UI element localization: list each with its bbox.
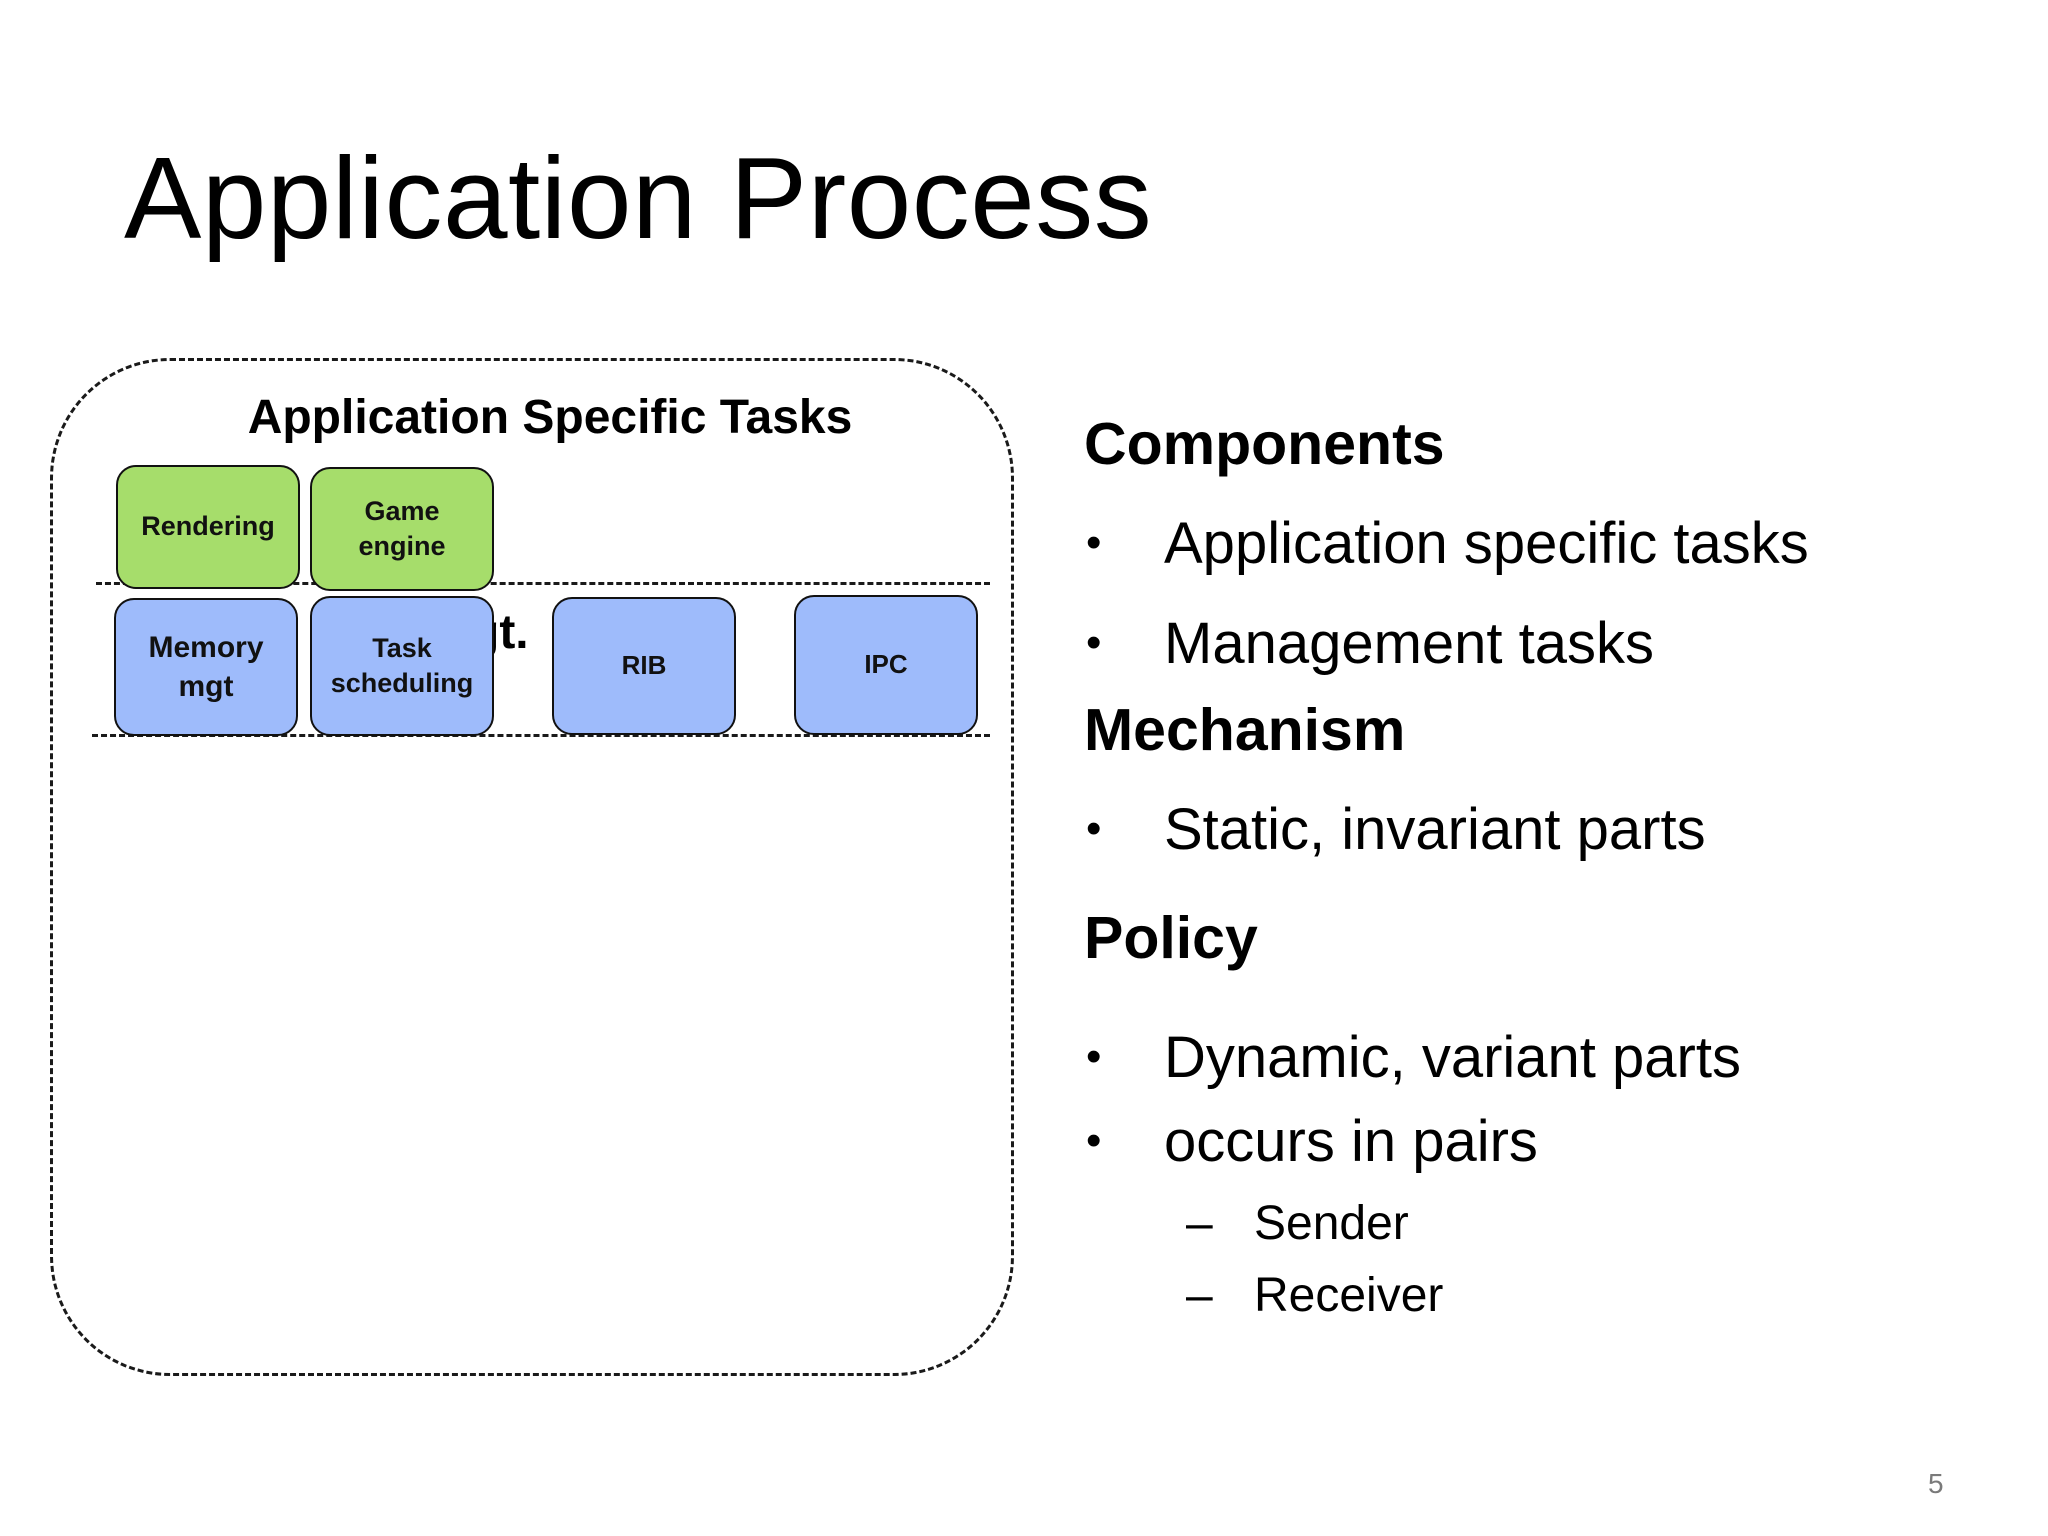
- policy-heading: Policy: [1084, 905, 1258, 971]
- components-heading: Components: [1084, 411, 1445, 477]
- bullet-mark: •: [1086, 618, 1102, 667]
- task-label: RIB: [621, 650, 667, 681]
- task-label: Game engine: [358, 495, 446, 561]
- sub-bullet-text: Receiver: [1254, 1269, 1444, 1322]
- slide-title: Application Process: [124, 133, 1153, 263]
- bullet-item: • Static, invariant parts: [1086, 796, 1706, 863]
- task-box-rib: RIB: [552, 597, 736, 735]
- layer-divider-top: [96, 582, 990, 585]
- task-label: IPC: [864, 649, 908, 680]
- task-label: Memory mgt: [148, 631, 264, 703]
- bullet-text: occurs in pairs: [1164, 1109, 1538, 1174]
- bullet-mark: •: [1086, 1116, 1102, 1165]
- task-box-game-engine: Game engine: [310, 467, 494, 591]
- bullet-text: Management tasks: [1164, 611, 1655, 676]
- task-box-rendering: Rendering: [116, 465, 300, 589]
- layer-divider-bottom: [92, 734, 990, 737]
- sub-bullet-text: Sender: [1254, 1197, 1409, 1250]
- sub-bullet-item: – Sender: [1186, 1196, 1409, 1251]
- bullet-mark: •: [1086, 1032, 1102, 1081]
- bullet-text: Static, invariant parts: [1164, 797, 1706, 862]
- dash-mark: –: [1186, 1269, 1213, 1322]
- bullet-mark: •: [1086, 518, 1102, 567]
- bullet-item: • Management tasks: [1086, 610, 1655, 677]
- mechanism-heading: Mechanism: [1084, 697, 1406, 763]
- bullet-text: Application specific tasks: [1164, 511, 1809, 576]
- task-box-task-scheduling: Task scheduling: [310, 596, 494, 736]
- bullet-item: • occurs in pairs: [1086, 1108, 1538, 1175]
- bullet-item: • Application specific tasks: [1086, 510, 1809, 577]
- task-box-ipc: IPC: [794, 595, 978, 735]
- task-label: Task scheduling: [330, 632, 474, 698]
- bullet-text: Dynamic, variant parts: [1164, 1025, 1741, 1090]
- page-number: 5: [1928, 1468, 1944, 1499]
- task-label: Rendering: [141, 511, 275, 542]
- bullet-item: • Dynamic, variant parts: [1086, 1024, 1741, 1091]
- application-process-boundary: [50, 358, 1014, 1376]
- task-box-memory-mgt: Memory mgt: [114, 598, 298, 736]
- bullet-mark: •: [1086, 804, 1102, 853]
- dash-mark: –: [1186, 1197, 1213, 1250]
- sub-bullet-item: – Receiver: [1186, 1268, 1444, 1323]
- diagram-heading: Application Specific Tasks: [247, 391, 853, 444]
